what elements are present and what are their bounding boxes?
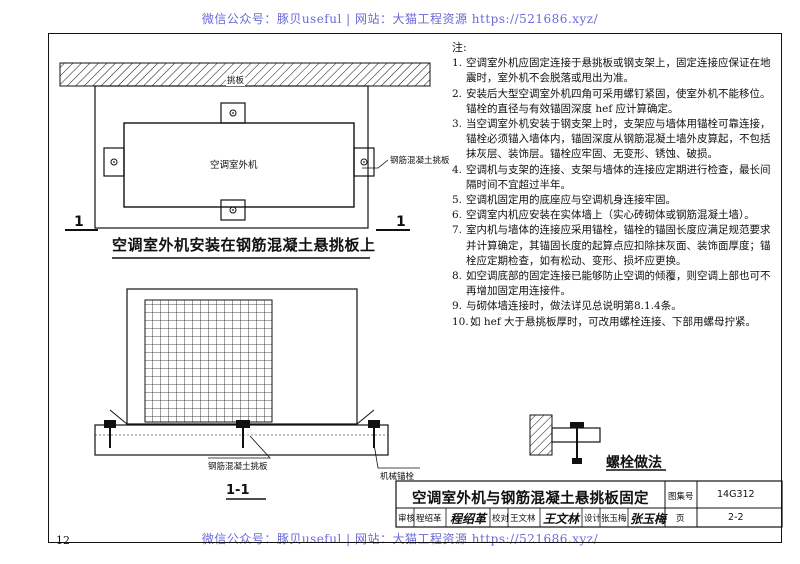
designer-name: 张玉梅: [601, 514, 627, 524]
sheet-page-number: 2-2: [728, 512, 744, 523]
bolt-detail: [529, 414, 666, 471]
section-slab-label: 钢筋混凝土挑板: [208, 462, 268, 472]
bolt-detail-title: 螺栓做法: [606, 455, 662, 471]
note-item: 6.空调室内机应安装在实体墙上（实心砖砌体或钢筋混凝土墙）。: [452, 209, 755, 222]
anchor-label: 机械锚栓: [380, 472, 415, 482]
design-label: 设计: [584, 514, 602, 524]
page-number: 12: [56, 534, 70, 547]
note-item: 3.当空调室外机安装于钢支架上时，支架应与墙体用锚栓可靠连接，锚栓必须锚入墙体内…: [452, 118, 771, 161]
anchor-bolt-left: [104, 420, 116, 448]
anchor-bolt-center: [236, 420, 250, 448]
title-block: [395, 480, 783, 528]
anchor-plate-top: [220, 102, 246, 124]
section-title: 1-1: [226, 483, 250, 498]
notes-heading: 注:: [452, 41, 467, 54]
anchor-plate-left: [103, 147, 125, 177]
note-item: 9.与砌体墙连接时，做法详见总说明第8.1.4条。: [452, 300, 682, 313]
reviewer-signature: 程绍革: [450, 512, 487, 526]
section-mark-right: 1: [396, 214, 406, 230]
notes-block: 注: 1.空调室外机应固定连接于悬挑板或钢支架上，固定连接应保证在地震时，室外机…: [452, 40, 772, 330]
note-item: 2.安装后大型空调室外机四角可采用螺钉紧固，使室外机不能移位。锚栓的直径与有效锚…: [452, 87, 771, 115]
note-item: 1.空调室外机应固定连接于悬挑板或钢支架上，固定连接应保证在地震时，室外机不会脱…: [452, 57, 771, 85]
page-label: 页: [676, 514, 685, 524]
anchor-plate-right: [353, 147, 375, 177]
anchor-leader: [373, 443, 420, 469]
review-label: 审核: [398, 514, 416, 524]
atlas-label: 图集号: [668, 492, 694, 502]
drawing-frame: [48, 33, 782, 543]
fan-grille: [144, 299, 273, 423]
atlas-number: 14G312: [717, 489, 755, 500]
main-title: 空调室外机与钢筋混凝土悬挑板固定: [412, 491, 649, 507]
plan-slab-label: 钢筋混凝土挑板: [390, 156, 450, 166]
note-item: 4.空调机与支架的连接、支架与墙体的连接应定期进行检查，最长间隔时间不宜超过半年…: [452, 163, 771, 191]
note-item: 7.室内机与墙体的连接应采用锚栓，锚栓的锚固长度应满足规范要求并计算确定，其锚固…: [452, 224, 771, 267]
slab-section: [94, 424, 389, 456]
anchor-bolt-right: [368, 420, 380, 448]
checker-name: 王文林: [510, 514, 536, 524]
designer-signature: 张玉梅: [630, 512, 667, 526]
cantilever-slab-outline: [94, 85, 369, 229]
note-item: 5.空调机固定用的底座应与空调机身连接牢固。: [452, 194, 676, 207]
anchor-plate-bottom: [220, 199, 246, 221]
note-item: 8.如空调底部的固定连接已能够防止空调的倾覆，则空调上部也可不再增加固定用连接件…: [452, 270, 771, 298]
outdoor-unit-label: 空调室外机: [210, 160, 258, 171]
watermark-top: 微信公众号：豚贝useful | 网站：大猫工程资源 https://52168…: [201, 12, 599, 26]
slab-leader: [362, 159, 389, 169]
top-slab-label: 挑板: [226, 74, 246, 86]
section-view: [94, 288, 420, 500]
note-item: 10.如 hef 大于悬挑板厚时，可改用螺栓连接、下部用螺母拧紧。: [452, 315, 757, 328]
check-label: 校对: [492, 514, 510, 524]
section-mark-left: 1: [74, 214, 84, 230]
checker-signature: 王文林: [543, 512, 580, 526]
slab-leader-2: [208, 435, 271, 459]
reviewer-name: 程绍革: [416, 514, 442, 524]
plan-view-title: 空调室外机安装在钢筋混凝土悬挑板上: [112, 236, 376, 254]
